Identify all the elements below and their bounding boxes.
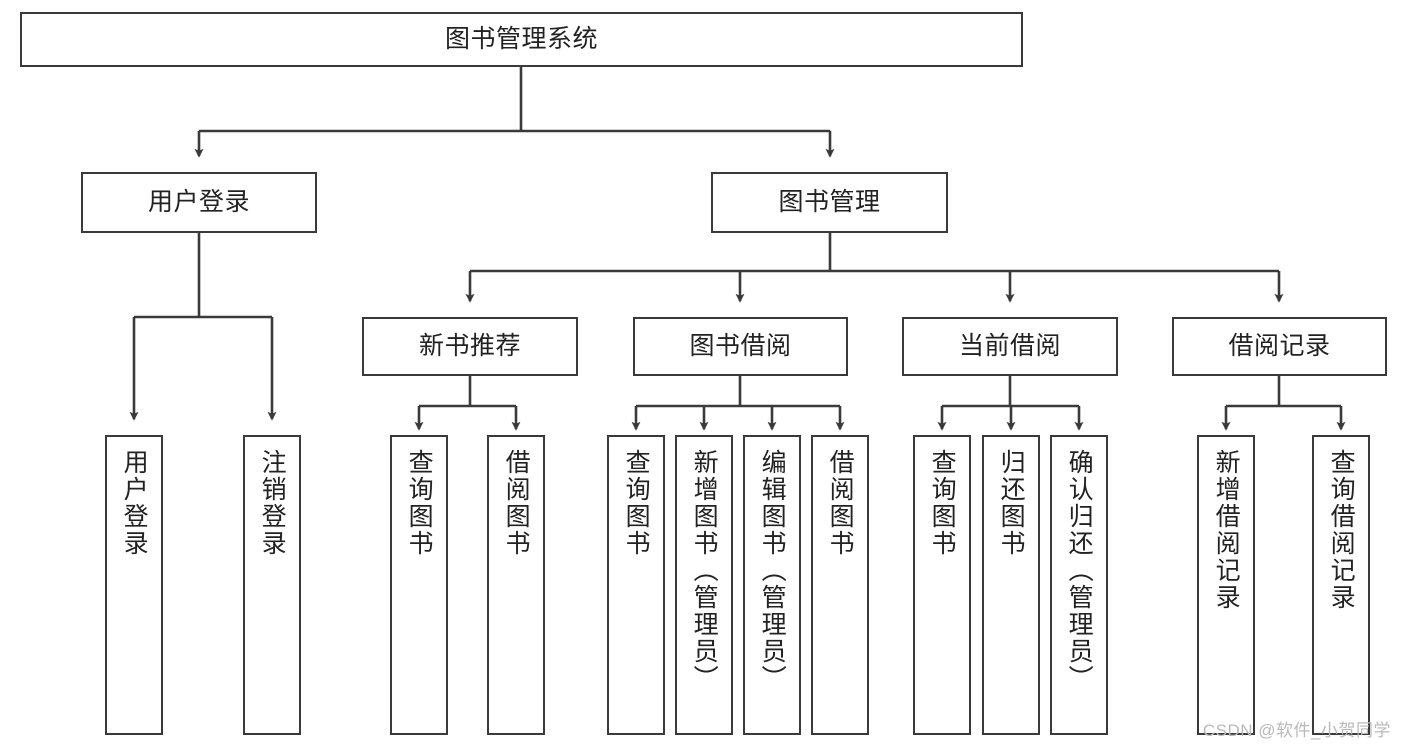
leaf-new-book-query-book[interactable]: 查询图书 <box>390 435 448 735</box>
node-label: 查询借阅记录 <box>1327 449 1356 611</box>
node-label: 借阅图书 <box>502 449 531 557</box>
leaf-borrow-record-add-record[interactable]: 新增借阅记录 <box>1197 435 1255 735</box>
node-label: 借阅记录 <box>1228 331 1331 360</box>
node-label: 用户登录 <box>120 449 149 557</box>
node-label: 当前借阅 <box>958 331 1061 360</box>
node-root-book-management-system[interactable]: 图书管理系统 <box>20 12 1023 67</box>
node-label: 注销登录 <box>258 449 287 557</box>
leaf-current-borrow-confirm-return-admin[interactable]: 确认归还（管理员） <box>1050 435 1108 735</box>
leaf-user-login-logout[interactable]: 注销登录 <box>243 435 301 735</box>
node-label: 图书借阅 <box>689 331 792 360</box>
node-label: 新增图书（管理员） <box>690 449 719 692</box>
node-label: 借阅图书 <box>826 449 855 557</box>
leaf-book-borrow-add-book-admin[interactable]: 新增图书（管理员） <box>675 435 733 735</box>
leaf-user-login-user-login[interactable]: 用户登录 <box>105 435 163 735</box>
leaf-new-book-borrow-book[interactable]: 借阅图书 <box>487 435 545 735</box>
node-label: 新书推荐 <box>418 331 521 360</box>
leaf-book-borrow-borrow-book[interactable]: 借阅图书 <box>811 435 869 735</box>
leaf-book-borrow-query-book[interactable]: 查询图书 <box>607 435 665 735</box>
node-label: 用户登录 <box>147 187 250 216</box>
node-book-management[interactable]: 图书管理 <box>711 172 948 233</box>
node-label: 图书管理 <box>778 187 881 216</box>
node-new-book-recommend[interactable]: 新书推荐 <box>362 317 578 376</box>
node-label: 确认归还（管理员） <box>1065 449 1094 692</box>
csdn-watermark: CSDN @软件_小贺同学 <box>1202 721 1391 740</box>
node-book-borrow[interactable]: 图书借阅 <box>633 317 848 376</box>
node-label: 图书管理系统 <box>444 24 598 53</box>
leaf-current-borrow-query-book[interactable]: 查询图书 <box>913 435 971 735</box>
node-label: 归还图书 <box>997 449 1026 557</box>
node-label: 查询图书 <box>405 449 434 557</box>
leaf-current-borrow-return-book[interactable]: 归还图书 <box>982 435 1040 735</box>
node-current-borrow[interactable]: 当前借阅 <box>902 317 1118 376</box>
node-label: 编辑图书（管理员） <box>758 449 787 692</box>
node-label: 新增借阅记录 <box>1212 449 1241 611</box>
leaf-borrow-record-query-record[interactable]: 查询借阅记录 <box>1312 435 1370 735</box>
node-borrow-record[interactable]: 借阅记录 <box>1172 317 1387 376</box>
node-user-login[interactable]: 用户登录 <box>81 172 317 233</box>
leaf-book-borrow-edit-book-admin[interactable]: 编辑图书（管理员） <box>743 435 801 735</box>
node-label: 查询图书 <box>928 449 957 557</box>
node-label: 查询图书 <box>622 449 651 557</box>
